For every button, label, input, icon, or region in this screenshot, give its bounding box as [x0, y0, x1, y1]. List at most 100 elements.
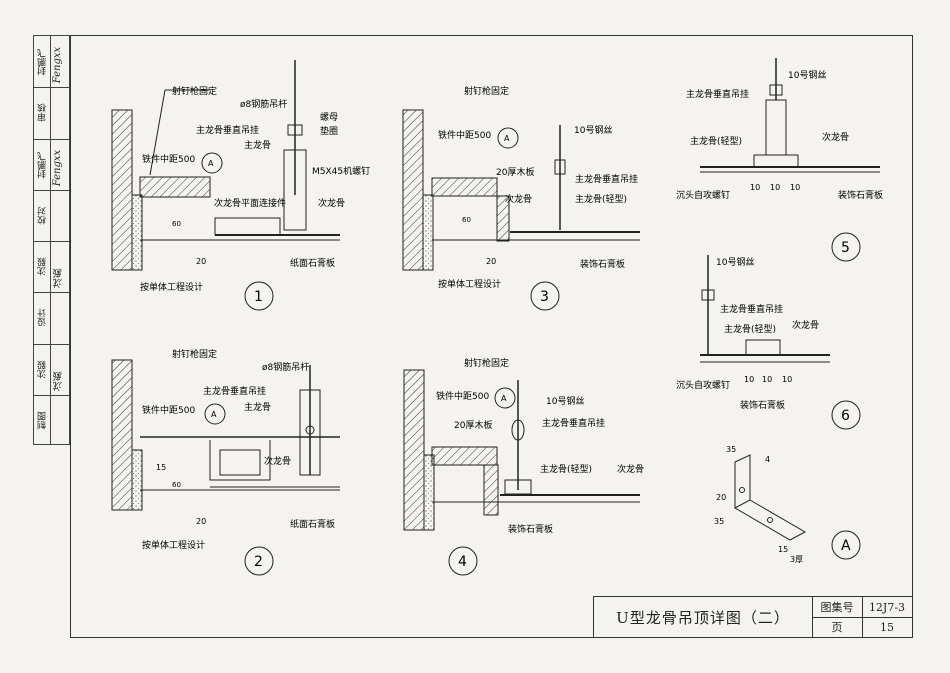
detail-2-number: 2	[254, 554, 263, 570]
detail-5-marker	[831, 232, 861, 262]
label-wire-5: 10号钢丝	[788, 69, 826, 81]
dim-3-a: 3厚	[790, 555, 803, 564]
sec-keel-1	[214, 217, 281, 236]
dim-10-5a: 10	[750, 183, 760, 192]
ref-a-3-text: A	[504, 134, 510, 143]
label-iron-spacing-1: 铁件中距500	[142, 153, 195, 165]
label-main-hanger-3: 主龙骨垂直吊挂	[575, 173, 638, 185]
detail-4	[403, 369, 640, 531]
label-main-keel-1: 主龙骨	[244, 139, 271, 151]
atlas-label: 图集号	[812, 597, 863, 618]
detail-5	[700, 58, 880, 173]
label-washer-1: 垫圈	[320, 125, 338, 137]
detail-1-number: 1	[254, 289, 263, 305]
ref-a-1-text: A	[208, 159, 214, 168]
dim-20-1: 20	[196, 257, 206, 266]
label-wire-3: 10号钢丝	[574, 124, 612, 136]
sidebar-row-divider	[34, 343, 69, 345]
slab-1	[139, 176, 211, 198]
label-bolt-1: M5X45机螺钉	[312, 165, 370, 177]
ref-a-3	[497, 127, 519, 149]
label-rebar-2: ø8钢筋吊杆	[262, 361, 309, 373]
label-sec-keel-5: 次龙骨	[822, 131, 849, 143]
label-main-hanger-5: 主龙骨垂直吊挂	[686, 88, 749, 100]
label-wood-4: 20厚木板	[454, 419, 492, 431]
label-main-hanger-1: 主龙骨垂直吊挂	[196, 124, 259, 136]
label-by-project-3: 按单体工程设计	[438, 278, 501, 290]
dim-4-a: 4	[765, 455, 770, 464]
ref-a-1	[201, 152, 223, 174]
label-shoot-nail-3: 射钉枪固定	[464, 85, 509, 97]
label-shoot-nail-2: 射钉枪固定	[172, 348, 217, 360]
sidebar-row-divider	[34, 241, 69, 242]
label-rebar-1: ø8钢筋吊杆	[240, 98, 287, 110]
detail-a	[734, 454, 807, 541]
detail-3	[402, 109, 640, 271]
page-label: 页	[812, 617, 863, 637]
dim-60-2: 60	[172, 481, 181, 489]
detail-a-marker	[831, 530, 861, 560]
label-paper-gypsum-1: 纸面石膏板	[290, 257, 335, 269]
detail-6-number: 6	[841, 408, 850, 424]
label-by-project-2: 按单体工程设计	[142, 539, 205, 551]
dim-10-6a: 10	[744, 375, 754, 384]
label-screw-5: 沉头自攻螺钉	[676, 189, 730, 201]
label-main-hanger-2: 主龙骨垂直吊挂	[203, 385, 266, 397]
dim-10-6b: 10	[762, 375, 772, 384]
dim-20-2: 20	[196, 517, 206, 526]
sidebar-row-divider	[34, 292, 69, 294]
nut-1	[287, 124, 303, 136]
dim-35-a2: 35	[714, 517, 724, 526]
sidebar-row-divider	[34, 189, 69, 191]
dim-10-5c: 10	[790, 183, 800, 192]
ref-a-2	[204, 403, 226, 425]
label-iron-spacing-3: 铁件中距500	[438, 129, 491, 141]
label-sec-keel-3: 次龙骨	[505, 193, 532, 205]
sidebar-row-divider	[34, 87, 69, 89]
label-by-project-1: 按单体工程设计	[140, 281, 203, 293]
ref-a-4-text: A	[501, 394, 507, 403]
label-main-hanger-4: 主龙骨垂直吊挂	[542, 417, 605, 429]
label-wire-4: 10号钢丝	[546, 395, 584, 407]
label-deco-gypsum-3: 装饰石膏板	[580, 258, 625, 270]
label-paper-gypsum-2: 纸面石膏板	[290, 518, 335, 530]
label-deco-gypsum-6: 装饰石膏板	[740, 399, 785, 411]
sidebar-divider	[50, 36, 51, 444]
dim-15-2: 15	[156, 463, 166, 472]
detail-2	[111, 359, 340, 511]
dim-60-3: 60	[462, 216, 471, 224]
dim-20-3: 20	[486, 257, 496, 266]
title-block: U型龙骨吊顶详图（二） 图集号 12J7-3 页 15	[593, 596, 913, 638]
label-deco-gypsum-4: 装饰石膏板	[508, 523, 553, 535]
label-wood-3: 20厚木板	[496, 166, 534, 178]
detail-3-number: 3	[540, 289, 549, 305]
label-shoot-nail-1: 射钉枪固定	[172, 85, 217, 97]
detail-a-number: A	[841, 538, 851, 554]
ref-a-4	[494, 387, 516, 409]
label-main-hanger-6: 主龙骨垂直吊挂	[720, 303, 783, 315]
label-sec-keel-1: 次龙骨	[318, 197, 345, 209]
detail-4-marker	[448, 546, 478, 576]
label-wire-6: 10号钢丝	[716, 256, 754, 268]
label-sec-keel-2: 次龙骨	[264, 455, 291, 467]
detail-3-marker	[530, 281, 560, 311]
wall-plaster-1	[131, 194, 143, 271]
label-main-light-6: 主龙骨(轻型)	[724, 323, 776, 335]
detail-1-marker	[244, 281, 274, 311]
hanger-1	[283, 149, 307, 231]
label-sec-connector-1: 次龙骨平面连接件	[214, 197, 286, 209]
label-shoot-nail-4: 射钉枪固定	[464, 357, 509, 369]
drawing-frame	[70, 35, 913, 638]
label-main-light-4: 主龙骨(轻型)	[540, 463, 592, 475]
label-screw-6: 沉头自攻螺钉	[676, 379, 730, 391]
dim-20-a: 20	[716, 493, 726, 502]
label-main-light-3: 主龙骨(轻型)	[575, 193, 627, 205]
label-iron-spacing-4: 铁件中距500	[436, 390, 489, 402]
label-sec-keel-4: 次龙骨	[617, 463, 644, 475]
dim-60-1: 60	[172, 220, 181, 228]
page-value: 15	[880, 620, 894, 634]
detail-1	[111, 60, 340, 271]
label-main-keel-2: 主龙骨	[244, 401, 271, 413]
